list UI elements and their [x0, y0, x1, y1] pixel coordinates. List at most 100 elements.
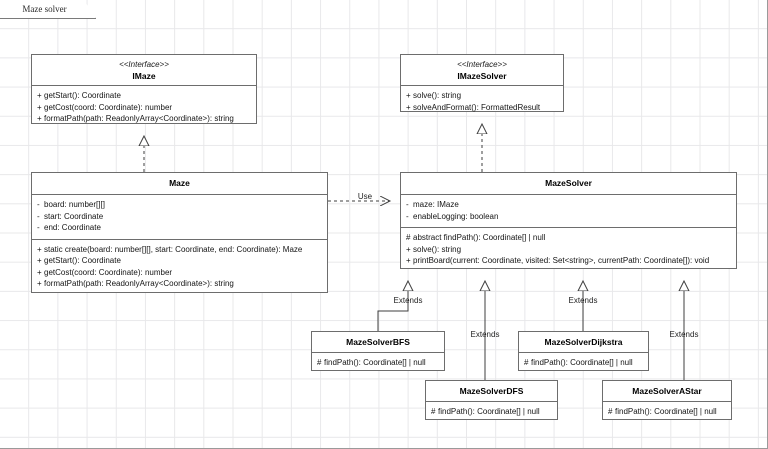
member-visibility: #: [431, 407, 436, 416]
edge-label-extends-astar: Extends: [670, 330, 699, 339]
class-box-astar[interactable]: MazeSolverAStar #findPath(): Coordinate[]…: [602, 380, 732, 420]
class-title-imazesolver: <<Interface>> IMazeSolver: [401, 55, 563, 85]
editor-tab-underline: [0, 18, 96, 19]
member-signature: start: Coordinate: [44, 211, 104, 221]
compartment-divider: [32, 238, 327, 240]
member-visibility: #: [406, 233, 411, 242]
member-signature: findPath(): Coordinate[] | null: [615, 407, 717, 416]
class-compartment-bfs-0: #findPath(): Coordinate[] | null: [312, 353, 444, 374]
class-stereotype-imazesolver: <<Interface>>: [457, 60, 507, 69]
class-box-bfs[interactable]: MazeSolverBFS #findPath(): Coordinate[] |…: [311, 331, 445, 371]
class-title-imaze: <<Interface>>IMaze: [32, 55, 256, 85]
member-signature: findPath(): Coordinate[] | null: [438, 407, 540, 416]
member-visibility: #: [608, 407, 613, 416]
member-visibility: +: [37, 102, 42, 112]
compartment-divider: [426, 401, 557, 402]
member-signature: getStart(): Coordinate: [44, 91, 121, 100]
member-signature: getStart(): Coordinate: [44, 256, 121, 265]
editor-tab-label: Maze solver: [22, 4, 67, 14]
class-name-dijkstra: MazeSolverDijkstra: [544, 337, 623, 347]
member-visibility: -: [37, 223, 40, 232]
compartment-divider: [32, 85, 256, 86]
class-compartment-astar-0: #findPath(): Coordinate[] | null: [603, 402, 731, 423]
member-visibility: +: [406, 91, 411, 100]
class-member: #abstract findPath(): Coordinate[] | nul…: [406, 232, 731, 244]
class-member: +getCost(coord: Coordinate): number: [37, 267, 322, 279]
member-visibility: +: [406, 256, 411, 265]
class-member: #findPath(): Coordinate[] | null: [431, 406, 552, 418]
class-compartment-maze-0: -board: number[][]-start: Coordinate-end…: [32, 195, 327, 239]
compartment-divider: [312, 352, 444, 353]
member-visibility: +: [406, 244, 411, 254]
class-member: +getStart(): Coordinate: [37, 90, 251, 102]
class-name-astar: MazeSolverAStar: [632, 386, 702, 396]
class-member: +solveAndFormat(): FormattedResult: [406, 102, 558, 114]
member-signature: formatPath(path: ReadonlyArray<Coordinat…: [44, 279, 234, 288]
class-title-maze: Maze: [32, 173, 327, 194]
class-title-bfs: MazeSolverBFS: [312, 332, 444, 352]
class-name-mazesolver: MazeSolver: [545, 178, 592, 188]
class-member: +solve(): string: [406, 244, 731, 256]
member-visibility: +: [37, 279, 42, 288]
class-compartment-dfs-0: #findPath(): Coordinate[] | null: [426, 402, 557, 423]
class-member: +formatPath(path: ReadonlyArray<Coordina…: [37, 113, 251, 125]
member-visibility: -: [406, 211, 409, 221]
class-member: #findPath(): Coordinate[] | null: [524, 357, 643, 369]
class-member: -end: Coordinate: [37, 222, 322, 234]
compartment-divider: [401, 194, 736, 195]
class-name-maze: Maze: [169, 178, 190, 188]
class-box-dijkstra[interactable]: MazeSolverDijkstra #findPath(): Coordinat…: [518, 331, 649, 371]
member-signature: end: Coordinate: [44, 223, 101, 232]
class-name-imazesolver: IMazeSolver: [457, 71, 507, 81]
editor-tab[interactable]: Maze solver: [0, 0, 96, 19]
class-member: #findPath(): Coordinate[] | null: [317, 357, 439, 369]
compartment-divider: [603, 401, 731, 402]
class-box-mazesolver[interactable]: MazeSolver-maze: IMaze-enableLogging: bo…: [400, 172, 737, 269]
member-signature: maze: IMaze: [413, 200, 459, 209]
member-visibility: +: [37, 244, 42, 254]
member-signature: abstract findPath(): Coordinate[] | null: [413, 233, 546, 242]
member-signature: findPath(): Coordinate[] | null: [531, 358, 633, 367]
compartment-divider: [519, 352, 648, 353]
member-signature: static create(board: number[][], start: …: [44, 244, 303, 254]
member-visibility: +: [37, 256, 42, 265]
member-signature: findPath(): Coordinate[] | null: [324, 358, 426, 367]
class-member: +static create(board: number[][], start:…: [37, 244, 322, 256]
member-visibility: -: [37, 211, 40, 221]
class-name-dfs: MazeSolverDFS: [459, 386, 524, 396]
edge-label-extends-dijkstra: Extends: [569, 296, 598, 305]
compartment-divider: [401, 85, 563, 86]
relation-bfs-extends-mazesolver: Extends: [377, 281, 423, 331]
member-signature: getCost(coord: Coordinate): number: [44, 267, 173, 277]
class-title-mazesolver: MazeSolver: [401, 173, 736, 194]
class-box-dfs[interactable]: MazeSolverDFS #findPath(): Coordinate[] |…: [425, 380, 558, 420]
class-box-imazesolver[interactable]: <<Interface>> IMazeSolver +solve(): string…: [400, 54, 564, 112]
class-title-astar: MazeSolverAStar: [603, 381, 731, 401]
member-signature: board: number[][]: [44, 200, 105, 209]
edge-label-extends-dfs: Extends: [471, 330, 500, 339]
class-member: +getStart(): Coordinate: [37, 255, 322, 267]
member-signature: printBoard(current: Coordinate, visited:…: [413, 256, 710, 265]
relation-dfs-extends-mazesolver: Extends: [471, 281, 500, 380]
class-box-imaze[interactable]: <<Interface>>IMaze +getStart(): Coordinat…: [31, 54, 257, 124]
class-member: #findPath(): Coordinate[] | null: [608, 406, 726, 418]
class-compartment-imazesolver-0: +solve(): string+solveAndFormat(): Forma…: [401, 86, 563, 118]
member-visibility: -: [37, 200, 40, 209]
class-name-bfs: MazeSolverBFS: [346, 337, 410, 347]
member-visibility: #: [524, 358, 529, 367]
member-visibility: +: [406, 102, 411, 112]
edge-label-extends-bfs: Extends: [394, 296, 423, 305]
class-member: -board: number[][]: [37, 199, 322, 211]
relation-astar-extends-mazesolver: Extends: [670, 281, 699, 380]
class-member: +formatPath(path: ReadonlyArray<Coordina…: [37, 278, 322, 290]
class-title-dijkstra: MazeSolverDijkstra: [519, 332, 648, 352]
class-stereotype-imaze: <<Interface>>: [119, 60, 169, 69]
class-member: +solve(): string: [406, 90, 558, 102]
member-visibility: -: [406, 200, 409, 209]
member-signature: solve(): string: [413, 91, 462, 100]
class-box-maze[interactable]: Maze-board: number[][]-start: Coordinate…: [31, 172, 328, 293]
member-visibility: +: [37, 91, 42, 100]
member-visibility: +: [37, 267, 42, 277]
class-member: +getCost(coord: Coordinate): number: [37, 102, 251, 114]
